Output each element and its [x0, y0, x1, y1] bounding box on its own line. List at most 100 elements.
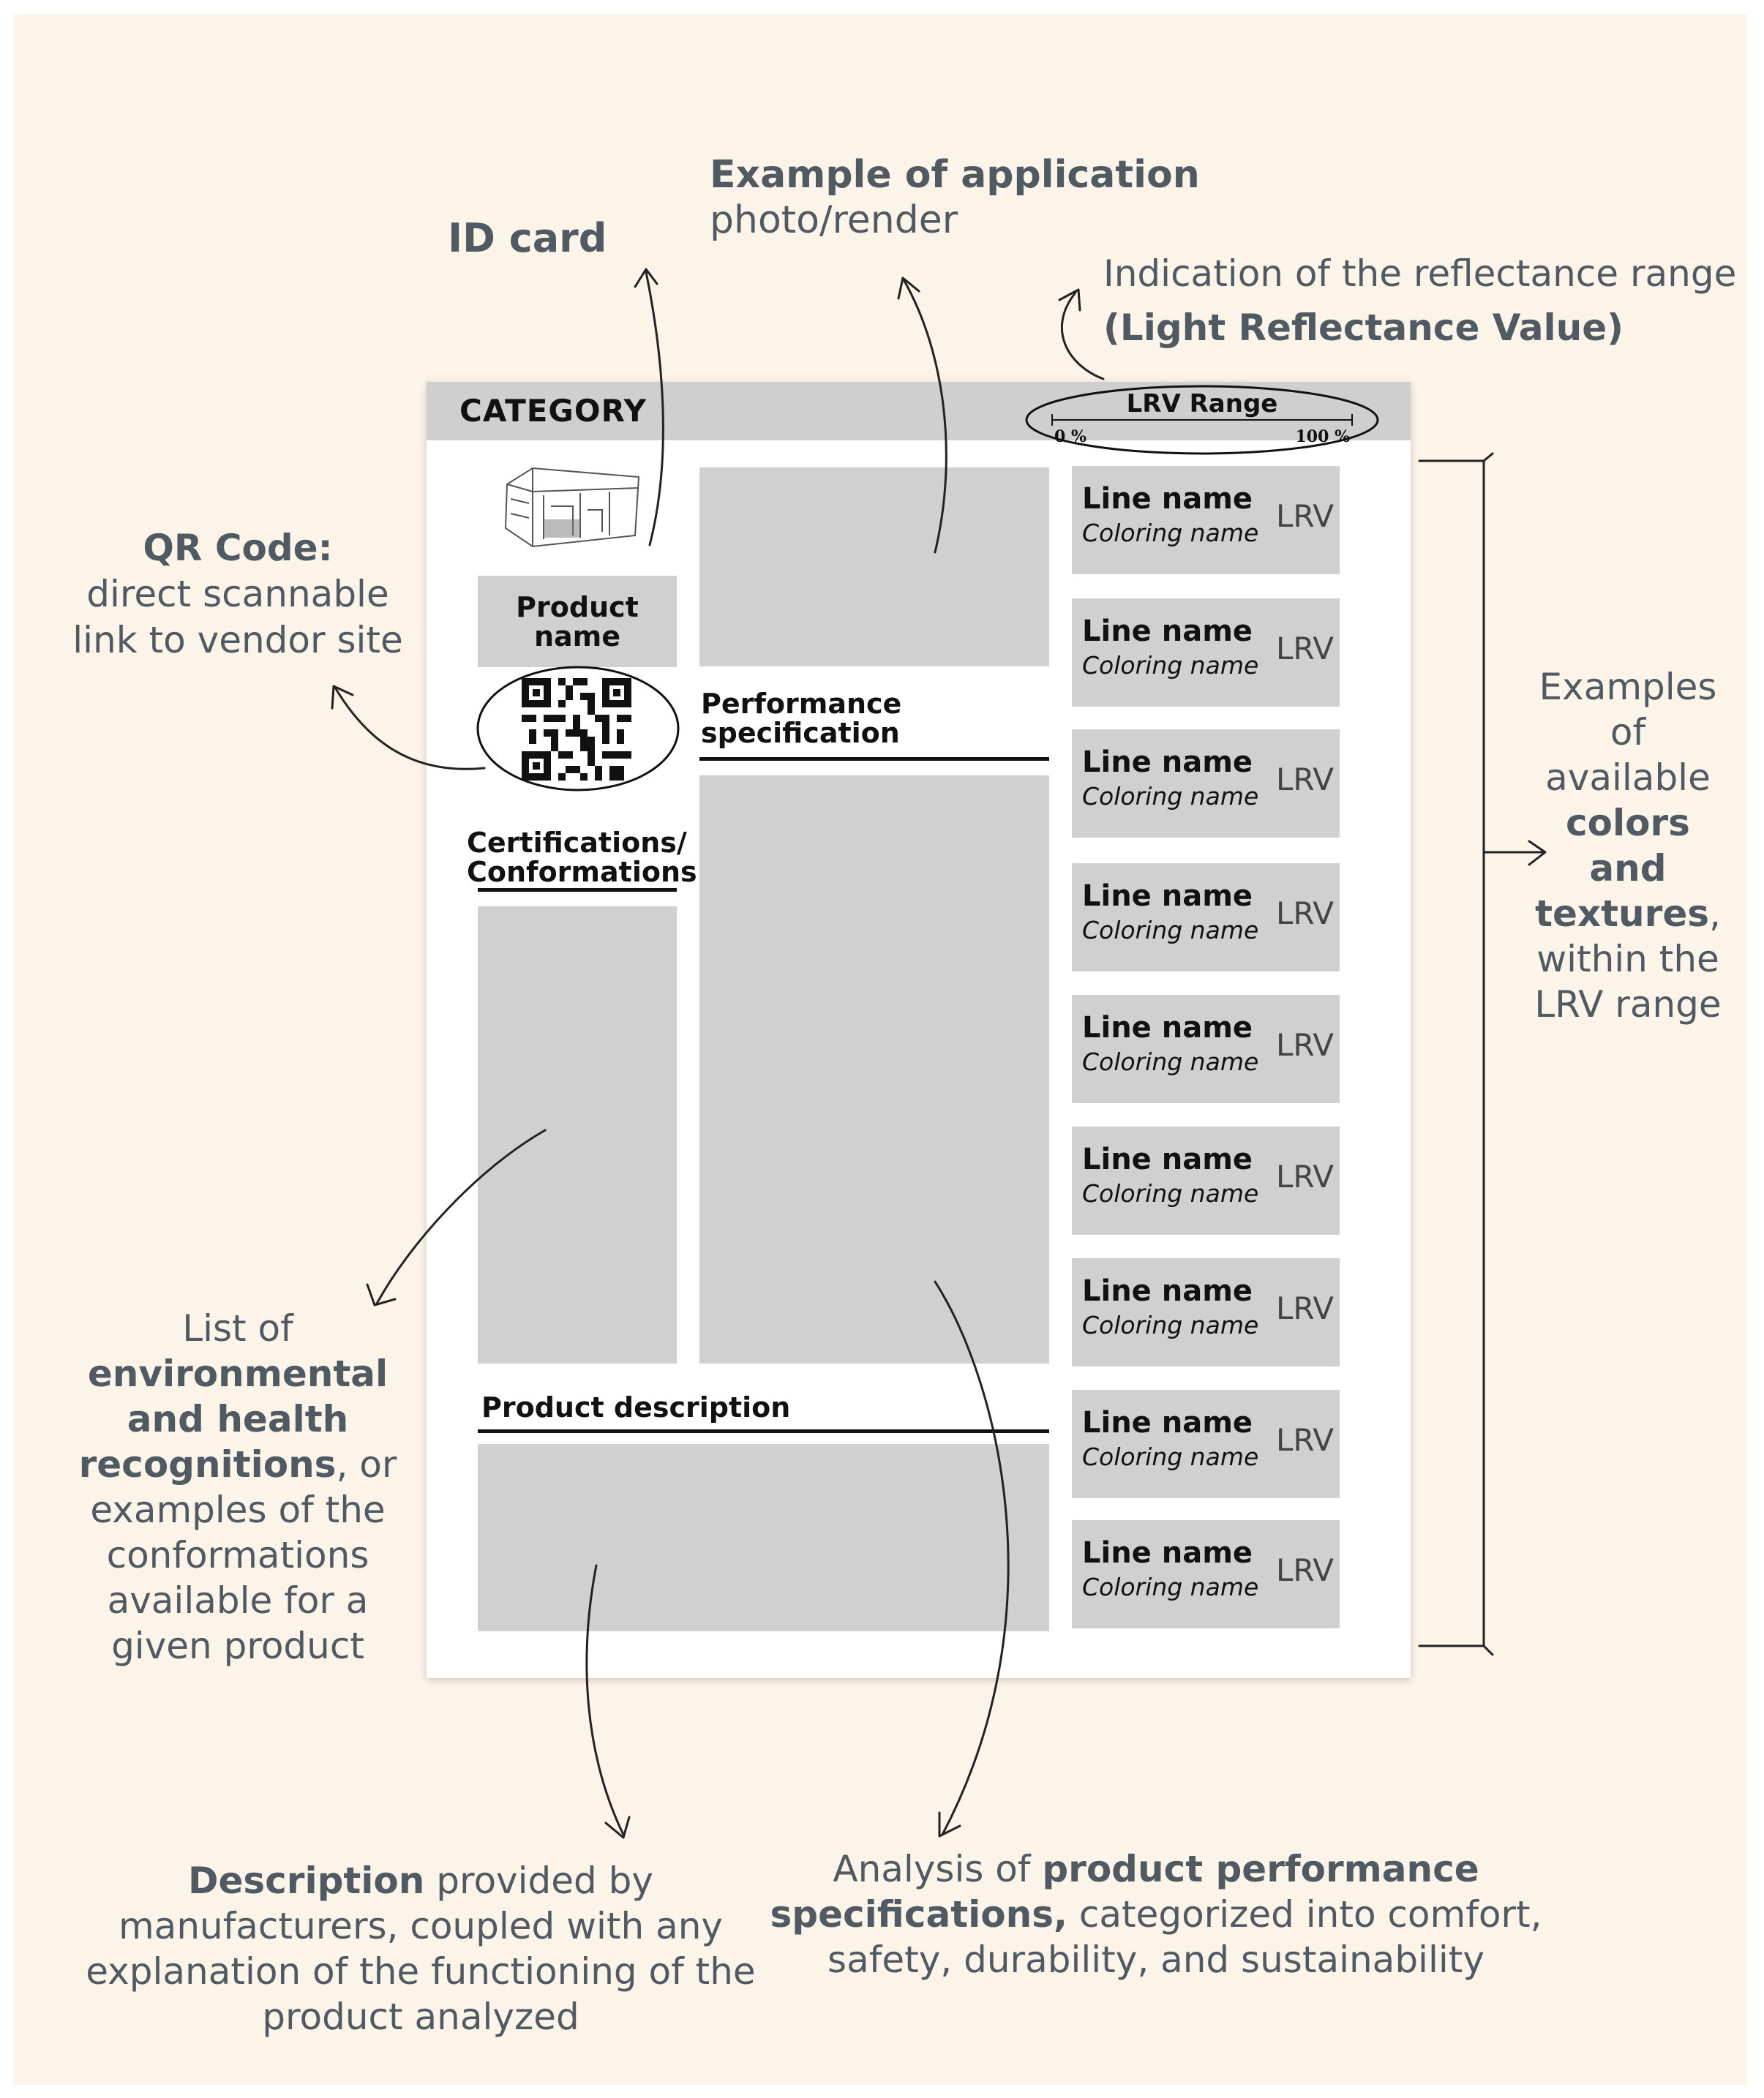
certifications-line1: Certifications/ [467, 827, 687, 859]
annotation-example-application: Example of application photo/render [710, 152, 1200, 243]
colors-line3: available [1545, 756, 1711, 799]
color-swatch: Line name Coloring name LRV [1072, 729, 1340, 838]
colors-line4: colors [1566, 802, 1690, 844]
arrow-id-card [645, 271, 664, 546]
swatch-lrv: LRV [1275, 1290, 1334, 1326]
perf-line2-bold: specifications, [770, 1893, 1067, 1936]
annotation-qr-bold: QR Code: [143, 527, 333, 569]
building-sketch-icon [504, 467, 640, 548]
desc-line2: manufacturers, coupled with any [118, 1905, 724, 1947]
swatch-coloring-name: Coloring name [1082, 1311, 1259, 1339]
annotation-performance: Analysis of product performance specific… [761, 1846, 1551, 1982]
performance-line1: Performance [701, 688, 902, 720]
product-name-box: Product name [478, 576, 677, 667]
perf-line1-bold: product performance [1042, 1848, 1479, 1890]
env-line2: environmental [87, 1353, 389, 1395]
env-line7: available for a [107, 1579, 369, 1622]
annotation-example-rest: photo/render [710, 198, 958, 242]
annotation-reflectance: Indication of the reflectance range (Lig… [1103, 247, 1736, 355]
annotation-reflectance-line1: Indication of the reflectance range [1103, 252, 1737, 295]
arrow-environmental [375, 1129, 547, 1305]
desc-line1-rest: provided by [424, 1860, 653, 1902]
perf-line2-rest: categorized into comfort, [1067, 1893, 1542, 1936]
swatch-lrv: LRV [1275, 1422, 1334, 1458]
qr-code-ellipse [476, 666, 680, 792]
annotation-qr-code: QR Code: direct scannable link to vendor… [70, 525, 406, 663]
env-line8: given product [111, 1625, 364, 1667]
swatch-lrv: LRV [1275, 631, 1334, 666]
colors-line6-suffix: , [1708, 892, 1721, 935]
category-label: CATEGORY [459, 393, 648, 429]
application-photo-placeholder [699, 467, 1049, 666]
swatch-line-name: Line name [1082, 1274, 1253, 1308]
arrow-description [585, 1564, 625, 1836]
color-swatch: Line name Coloring name LRV [1072, 863, 1340, 971]
lrv-range-ellipse [1025, 385, 1379, 455]
swatch-coloring-name: Coloring name [1082, 519, 1259, 547]
certifications-line2: Conformations [467, 856, 697, 888]
product-description-placeholder [478, 1444, 1049, 1631]
arrow-qr-code [334, 686, 486, 770]
desc-bold: Description [187, 1860, 425, 1902]
env-line4-suffix: , or [336, 1443, 397, 1486]
performance-line2: specification [701, 717, 900, 749]
arrow-example-application [903, 279, 947, 554]
annotation-example-bold: Example of application [710, 153, 1200, 197]
perf-line1-pre: Analysis of [833, 1848, 1043, 1890]
colors-line8: LRV range [1534, 983, 1722, 1026]
annotation-reflectance-line2: (Light Reflectance Value) [1103, 307, 1624, 349]
colors-line6: textures [1535, 892, 1709, 935]
color-swatch: Line name Coloring name LRV [1072, 1520, 1340, 1628]
color-swatch: Line name Coloring name LRV [1072, 1258, 1340, 1366]
swatch-lrv: LRV [1275, 498, 1334, 534]
brace-colors [1418, 459, 1485, 1647]
swatch-line-name: Line name [1082, 879, 1253, 913]
colors-line2: of [1610, 711, 1646, 753]
performance-title: Performance specification [701, 689, 901, 748]
certifications-placeholder [478, 906, 677, 1364]
desc-line4: product analyzed [262, 1996, 579, 2038]
colors-line1: Examples [1539, 666, 1717, 708]
lrv-range-max: 100 % [1295, 427, 1351, 446]
color-swatch: Line name Coloring name LRV [1072, 1127, 1340, 1235]
color-swatch: Line name Coloring name LRV [1072, 598, 1340, 707]
swatch-coloring-name: Coloring name [1082, 782, 1259, 811]
swatch-lrv: LRV [1275, 1159, 1334, 1195]
qr-code-icon[interactable] [522, 678, 631, 781]
product-datasheet-card: CATEGORY LRV Range 0 % 100 % [427, 382, 1411, 1678]
colors-line7: within the [1536, 938, 1719, 980]
colors-line5: and [1589, 847, 1667, 890]
swatch-lrv: LRV [1275, 1552, 1334, 1588]
swatch-line-name: Line name [1082, 614, 1253, 648]
desc-line3: explanation of the functioning of the [86, 1950, 756, 1993]
env-line5: examples of the [90, 1489, 386, 1531]
swatch-coloring-name: Coloring name [1082, 651, 1259, 680]
lrv-range-title: LRV Range [1126, 389, 1278, 418]
perf-line3: safety, durability, and sustainability [827, 1939, 1485, 1981]
annotation-description: Description provided by manufacturers, c… [80, 1858, 761, 2039]
arrow-performance [934, 1280, 1010, 1836]
annotation-qr-line3: link to vendor site [72, 619, 403, 661]
lrv-range-min: 0 % [1054, 427, 1086, 446]
certifications-title: Certifications/ Conformations [467, 828, 697, 887]
swatch-line-name: Line name [1082, 1406, 1253, 1440]
swatch-coloring-name: Coloring name [1082, 1443, 1259, 1471]
swatch-line-name: Line name [1082, 745, 1253, 779]
swatch-lrv: LRV [1275, 762, 1334, 797]
product-description-rule [478, 1429, 1049, 1433]
swatch-coloring-name: Coloring name [1082, 916, 1259, 944]
env-line1: List of [182, 1307, 293, 1350]
swatch-coloring-name: Coloring name [1082, 1573, 1259, 1601]
color-swatch: Line name Coloring name LRV [1072, 466, 1340, 574]
certifications-rule [478, 888, 677, 892]
performance-placeholder [699, 775, 1049, 1364]
swatch-line-name: Line name [1082, 1011, 1253, 1045]
annotation-colors: Examples of available colors and texture… [1511, 664, 1745, 1027]
env-line3: and health [127, 1398, 349, 1440]
swatch-line-name: Line name [1082, 1143, 1253, 1176]
product-description-title: Product description [481, 1391, 791, 1424]
annotation-qr-line2: direct scannable [86, 573, 389, 615]
color-swatch: Line name Coloring name LRV [1072, 995, 1340, 1103]
